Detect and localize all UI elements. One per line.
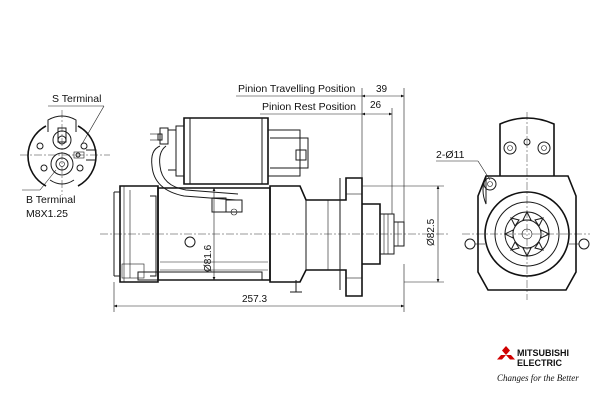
brand-name-line2: ELECTRIC: [517, 358, 563, 368]
pinion-rest-label: Pinion Rest Position: [262, 101, 356, 113]
mitsubishi-electric-logo: MITSUBISHI ELECTRIC Changes for the Bett…: [497, 346, 579, 383]
pinion-travel-label: Pinion Travelling Position: [238, 83, 355, 95]
s-terminal-callout: S Terminal: [48, 93, 105, 145]
overall-length-value: 257.3: [242, 294, 267, 305]
brand-tagline: Changes for the Better: [497, 373, 579, 383]
b-terminal-callout: B Terminal M8X1.25: [22, 169, 75, 220]
pinion-travel-value: 39: [376, 84, 388, 95]
flange-diameter-value: Ø82.5: [426, 218, 437, 246]
holes-callout: 2-Ø11: [436, 149, 491, 181]
dim-pinion: Pinion Travelling Position 39 Pinion Res…: [236, 83, 405, 222]
holes-label: 2-Ø11: [436, 149, 465, 161]
b-terminal-label: B Terminal: [26, 194, 75, 206]
brand-name-line1: MITSUBISHI: [517, 348, 569, 358]
s-terminal-label: S Terminal: [52, 93, 101, 105]
dim-body-diameter: Ø81.6: [203, 187, 216, 281]
b-terminal-thread: M8X1.25: [26, 208, 68, 220]
pinion-rest-value: 26: [370, 100, 382, 111]
front-end-view: [462, 112, 590, 300]
dim-overall-length: 257.3: [113, 264, 405, 312]
body-diameter-value: Ø81.6: [203, 244, 214, 272]
three-diamonds-icon: [497, 346, 515, 360]
dim-flange-diameter: Ø82.5: [362, 185, 444, 283]
rear-end-view: [20, 110, 110, 195]
side-view: [100, 117, 450, 297]
